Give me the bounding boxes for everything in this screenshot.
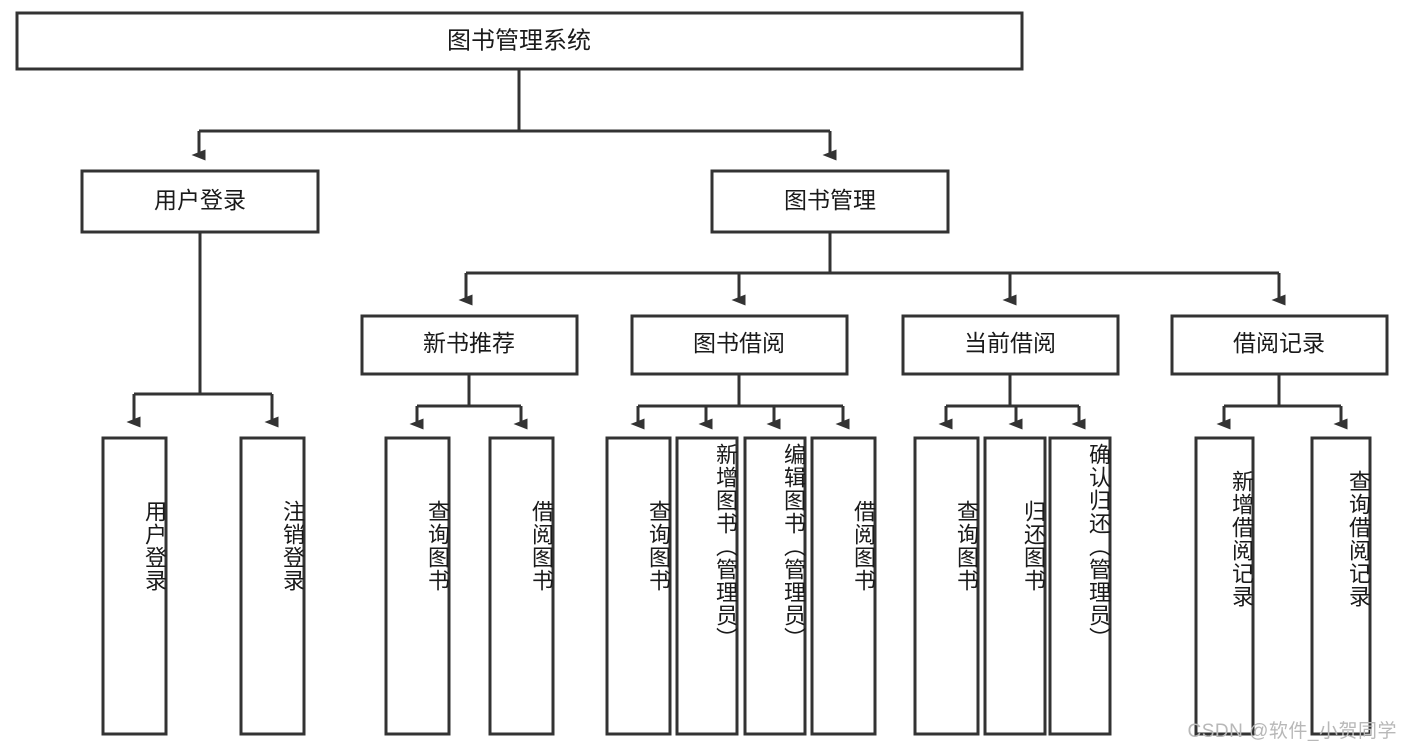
leaf-box-logout[interactable] [239,436,306,736]
node-user-login-label: 用户登录 [154,187,246,213]
node-root-label: 图书管理系统 [447,27,591,54]
node-book-manage-label: 图书管理 [784,187,876,213]
node-root-box [15,11,1024,71]
node-user-login-box [80,169,320,234]
node-user-login[interactable]: 用户登录 [80,169,320,234]
leaf-box-return-book[interactable] [983,436,1047,736]
connector-user-login-to-leaves [126,232,279,428]
node-current-borrow-label: 当前借阅 [964,330,1056,356]
leaf-box-query-record[interactable] [1310,436,1372,736]
connector-borrow-record-to-leaves [1216,374,1348,430]
connector-current-borrow-to-leaves [938,374,1086,430]
connector-book-manage-to-level3 [458,232,1286,306]
leaf-box-query-book-2[interactable] [605,436,672,736]
leaf-box-add-book[interactable] [675,436,739,736]
connector-book-borrow-to-leaves [630,374,850,430]
connector-root-to-level2 [191,69,837,161]
leaf-box-query-book-3[interactable] [913,436,980,736]
node-book-borrow-label: 图书借阅 [693,330,785,356]
leaf-box-add-record[interactable] [1194,436,1255,736]
node-new-book-recommend[interactable]: 新书推荐 [360,314,579,376]
csdn-watermark: CSDN @软件_小贺同学 [1187,721,1397,742]
leaf-box-borrow-book-1[interactable] [488,436,555,736]
node-new-book-recommend-box [360,314,579,376]
node-book-manage[interactable]: 图书管理 [710,169,950,234]
node-new-book-recommend-label: 新书推荐 [423,330,515,356]
node-current-borrow-box [901,314,1120,376]
node-root[interactable]: 图书管理系统 [15,11,1024,71]
connector-new-book-recommend-to-leaves [409,374,528,430]
node-book-borrow[interactable]: 图书借阅 [630,314,849,376]
leaf-box-edit-book[interactable] [743,436,807,736]
leaf-box-confirm-return[interactable] [1048,436,1112,736]
node-borrow-record[interactable]: 借阅记录 [1170,314,1389,376]
node-current-borrow[interactable]: 当前借阅 [901,314,1120,376]
leaf-box-query-book-1[interactable] [384,436,451,736]
leaf-box-user-login[interactable] [101,436,168,736]
node-borrow-record-label: 借阅记录 [1233,330,1325,356]
leaf-box-borrow-book-2[interactable] [810,436,877,736]
